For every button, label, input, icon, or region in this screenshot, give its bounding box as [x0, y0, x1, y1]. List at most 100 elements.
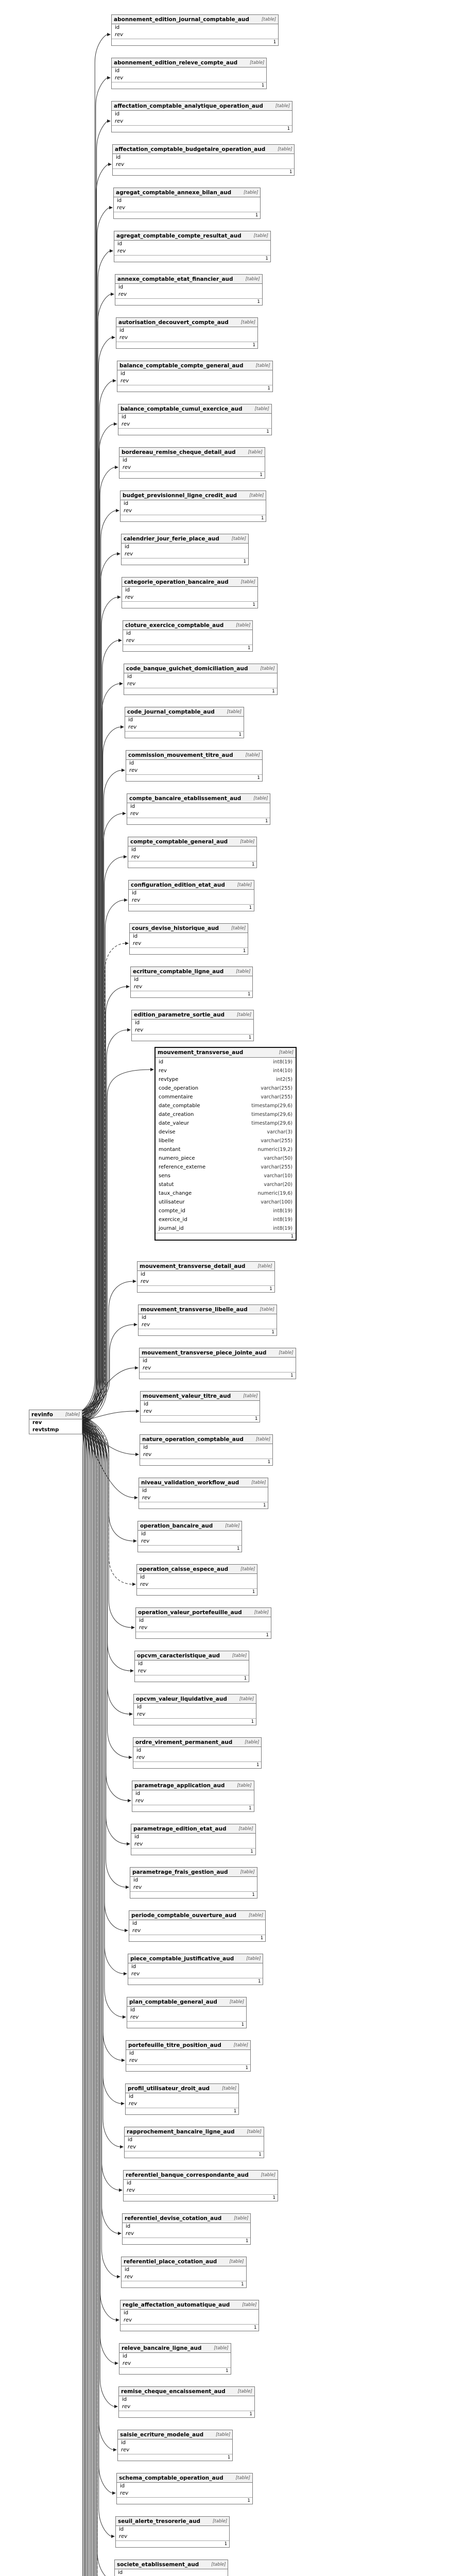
table-name[interactable]: agregat_comptable_compte_resultat_aud [116, 232, 242, 239]
table-node[interactable]: referentiel_devise_cotation_aud[table]id… [122, 2213, 251, 2245]
table-node[interactable]: piece_comptable_justificative_aud[table]… [128, 1954, 264, 1985]
table-name[interactable]: parametrage_frais_gestion_aud [132, 1869, 228, 1875]
table-name[interactable]: profil_utilisateur_droit_aud [128, 2085, 210, 2092]
table-name[interactable]: ordre_virement_permanent_aud [135, 1739, 233, 1745]
table-node[interactable]: bordereau_remise_cheque_detail_aud[table… [119, 447, 265, 479]
table-node[interactable]: categorie_operation_bancaire_aud[table]i… [122, 577, 258, 608]
table-name[interactable]: agregat_comptable_annexe_bilan_aud [116, 189, 232, 196]
table-node[interactable]: mouvement_transverse_piece_jointe_aud[ta… [139, 1348, 296, 1379]
table-name[interactable]: categorie_operation_bancaire_aud [124, 579, 229, 585]
table-node[interactable]: agregat_comptable_compte_resultat_aud[ta… [114, 231, 271, 262]
table-name[interactable]: nature_operation_comptable_aud [142, 1436, 244, 1443]
table-node[interactable]: regle_affectation_automatique_aud[table]… [120, 2300, 260, 2331]
table-name[interactable]: annexe_comptable_etat_financier_aud [117, 276, 233, 282]
table-name[interactable]: plan_comptable_general_aud [129, 1998, 217, 2005]
table-name[interactable]: balance_comptable_compte_general_aud [119, 362, 244, 369]
table-name[interactable]: rapprochement_bancaire_ligne_aud [127, 2128, 235, 2135]
table-name[interactable]: cours_devise_historique_aud [132, 925, 219, 931]
table-name[interactable]: releve_bancaire_ligne_aud [122, 2345, 202, 2351]
table-node[interactable]: calendrier_jour_ferie_place_aud[table]id… [121, 534, 249, 565]
table-name[interactable]: abonnement_edition_journal_comptable_aud [114, 16, 249, 23]
table-name[interactable]: operation_valeur_portefeuille_aud [138, 1609, 242, 1616]
table-name[interactable]: referentiel_banque_correspondante_aud [126, 2172, 249, 2178]
table-name[interactable]: mouvement_valeur_titre_aud [143, 1393, 231, 1399]
table-node[interactable]: agregat_comptable_annexe_bilan_aud[table… [113, 188, 261, 219]
table-name[interactable]: revinfo [31, 1411, 53, 1418]
table-name[interactable]: compte_comptable_general_aud [130, 838, 228, 845]
table-name[interactable]: seuil_alerte_tresorerie_aud [118, 2518, 200, 2524]
table-node[interactable]: code_banque_guichet_domiciliation_aud[ta… [124, 664, 278, 695]
table-node[interactable]: balance_comptable_cumul_exercice_aud[tab… [118, 404, 272, 435]
table-name[interactable]: parametrage_edition_etat_aud [133, 1825, 227, 1832]
table-name[interactable]: ecriture_comptable_ligne_aud [133, 968, 224, 975]
table-name[interactable]: operation_bancaire_aud [140, 1522, 213, 1529]
table-node[interactable]: portefeuille_titre_position_aud[table]id… [126, 2040, 251, 2072]
table-name[interactable]: niveau_validation_workflow_aud [141, 1479, 239, 1486]
table-name[interactable]: remise_cheque_encaissement_aud [121, 2388, 226, 2395]
table-name[interactable]: configuration_edition_etat_aud [131, 882, 225, 888]
table-node[interactable]: autorisation_decouvert_compte_aud[table]… [116, 317, 258, 349]
table-name[interactable]: calendrier_jour_ferie_place_aud [124, 535, 219, 542]
table-name[interactable]: portefeuille_titre_position_aud [128, 2042, 221, 2048]
table-node[interactable]: abonnement_edition_releve_compte_aud[tab… [111, 58, 267, 89]
table-name[interactable]: bordereau_remise_cheque_detail_aud [122, 449, 236, 455]
table-name[interactable]: budget_previsionnel_ligne_credit_aud [123, 492, 237, 499]
table-name[interactable]: cloture_exercice_comptable_aud [125, 622, 224, 629]
table-name[interactable]: opcvm_caracteristique_aud [137, 1652, 220, 1659]
table-name[interactable]: piece_comptable_justificative_aud [130, 1955, 234, 1962]
table-name[interactable]: commission_mouvement_titre_aud [128, 752, 233, 758]
table-node[interactable]: balance_comptable_compte_general_aud[tab… [117, 361, 273, 392]
table-name[interactable]: mouvement_transverse_aud [158, 1049, 244, 1056]
table-name[interactable]: referentiel_place_cotation_aud [124, 2258, 217, 2265]
table-name[interactable]: opcvm_valeur_liquidative_aud [136, 1696, 227, 1702]
table-name[interactable]: operation_caisse_espece_aud [139, 1566, 229, 1572]
table-node[interactable]: budget_previsionnel_ligne_credit_aud[tab… [120, 490, 267, 522]
table-node[interactable]: referentiel_banque_correspondante_aud[ta… [123, 2170, 278, 2201]
table-node[interactable]: periode_comptable_ouverture_aud[table]id… [129, 1910, 266, 1942]
table-name[interactable]: edition_parametre_sortie_aud [134, 1011, 225, 1018]
table-name[interactable]: mouvement_transverse_libelle_aud [141, 1306, 248, 1313]
table-name[interactable]: mouvement_transverse_detail_aud [140, 1263, 246, 1269]
revinfo-table-node[interactable]: revinfo [table] rev revtstmp [29, 1410, 83, 1434]
table-name[interactable]: compte_bancaire_etablissement_aud [129, 795, 242, 802]
table-name[interactable]: saisie_ecriture_modele_aud [120, 2431, 204, 2438]
table-name[interactable]: schema_comptable_operation_aud [119, 2475, 223, 2481]
table-node[interactable]: abonnement_edition_journal_comptable_aud… [111, 14, 279, 46]
table-name[interactable]: periode_comptable_ouverture_aud [131, 1912, 236, 1919]
table-node[interactable]: mouvement_transverse_detail_aud[table]id… [137, 1261, 275, 1293]
table-node[interactable]: mouvement_transverse_libelle_aud[table]i… [138, 1304, 277, 1336]
table-name[interactable]: mouvement_transverse_piece_jointe_aud [142, 1349, 267, 1356]
table-name[interactable]: code_journal_comptable_aud [127, 708, 215, 715]
table-name[interactable]: abonnement_edition_releve_compte_aud [114, 59, 238, 66]
table-name[interactable]: referentiel_devise_cotation_aud [125, 2215, 222, 2222]
table-name[interactable]: affectation_comptable_budgetaire_operati… [115, 146, 266, 152]
table-node[interactable]: annexe_comptable_etat_financier_aud[tabl… [115, 274, 263, 306]
table-name[interactable]: balance_comptable_cumul_exercice_aud [120, 405, 243, 412]
